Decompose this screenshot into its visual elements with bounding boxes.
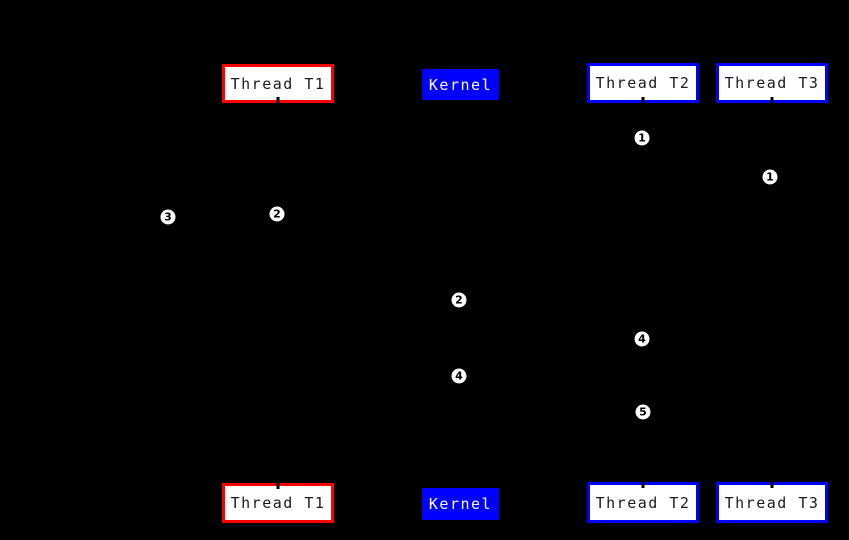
step-marker: 3 (159, 208, 177, 226)
actor-box-kernel-top: Kernel (422, 69, 499, 100)
step-marker: 5 (634, 403, 652, 421)
step-marker: 4 (633, 330, 651, 348)
actor-box-thread-t1-top: Thread T1 (222, 64, 334, 103)
actor-box-thread-t1-bottom: Thread T1 (222, 483, 334, 523)
actor-box-thread-t3-top: Thread T3 (716, 63, 828, 103)
actor-box-thread-t2-top: Thread T2 (587, 63, 699, 103)
step-marker: 2 (268, 205, 286, 223)
step-marker: 1 (633, 129, 651, 147)
actor-box-thread-t3-bottom: Thread T3 (716, 482, 828, 523)
actor-box-kernel-bottom: Kernel (422, 488, 499, 520)
step-marker: 1 (761, 168, 779, 186)
step-marker: 2 (450, 291, 468, 309)
actor-box-thread-t2-bottom: Thread T2 (587, 482, 699, 523)
step-marker: 4 (450, 367, 468, 385)
